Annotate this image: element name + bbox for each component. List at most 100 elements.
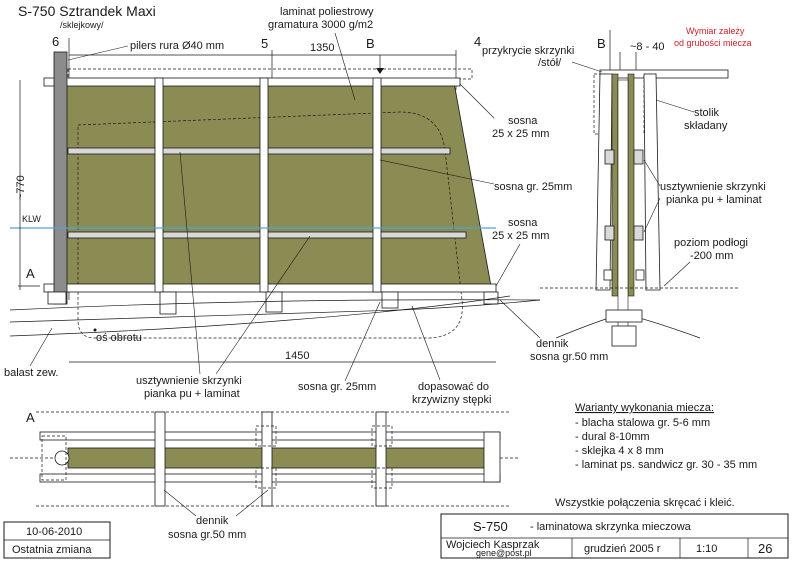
label-pine-top-2: 25 x 25 mm bbox=[492, 128, 549, 140]
laminate-right bbox=[627, 73, 635, 297]
note-1: Wymiar zależy bbox=[686, 26, 745, 36]
stiffener-2 bbox=[633, 149, 644, 165]
section-cover bbox=[599, 69, 729, 79]
project-title: S-750 Sztrandek Maxi bbox=[18, 3, 156, 19]
waterline-label: KLW bbox=[22, 214, 41, 224]
cover-label-2: /stół/ bbox=[538, 57, 562, 69]
plan-board bbox=[67, 447, 497, 469]
station-mark-4: 4 bbox=[474, 34, 481, 49]
hull-line-2 bbox=[9, 299, 541, 323]
label-laminate: laminat poliestrowy bbox=[280, 6, 374, 18]
pivot-point bbox=[93, 328, 97, 332]
plan-floor-1: dennik bbox=[196, 515, 229, 527]
label-stiffen-1: usztywnienie skrzynki bbox=[136, 375, 242, 387]
drawing-date: grudzień 2005 r bbox=[584, 543, 661, 555]
plan-post-1 bbox=[154, 411, 166, 507]
section-block-2 bbox=[635, 269, 645, 281]
footer-note: Wszystkie połączenia skręcać i kleić. bbox=[555, 497, 735, 509]
floor-block-2 bbox=[159, 291, 177, 315]
variants-heading: Warianty wykonania miecza: bbox=[575, 402, 714, 414]
email: gene@post.pl bbox=[476, 548, 532, 558]
sheet-title: S-750 bbox=[473, 519, 508, 534]
plan-view: A dennik sosna gr.50 mm bbox=[10, 410, 520, 541]
cover-label-1: przykrycie skrzynki bbox=[482, 45, 574, 57]
top-rail bbox=[43, 77, 461, 87]
middle-rail bbox=[67, 147, 451, 155]
revision-date: 10-06-2010 bbox=[26, 526, 82, 538]
revision-label: Ostatnia zmiana bbox=[12, 544, 92, 556]
section-block-1 bbox=[603, 269, 613, 281]
station-mark-6: 6 bbox=[52, 34, 59, 49]
hull-line-1 bbox=[9, 299, 541, 311]
plan-tube bbox=[54, 450, 70, 466]
stiffener-1 bbox=[604, 149, 615, 165]
post-3 bbox=[372, 77, 382, 293]
author: Wojciech Kasprzak bbox=[446, 539, 540, 551]
daggerboard-outline bbox=[77, 111, 463, 339]
bottom-rail bbox=[43, 283, 497, 293]
table-label-1: stolik bbox=[694, 107, 720, 119]
variant-2: - dural 8-10mm bbox=[575, 431, 650, 443]
section-stiffen-1: usztywnienie skrzynki bbox=[660, 181, 766, 193]
plan-title-a: A bbox=[26, 410, 35, 425]
floor-block-1 bbox=[47, 291, 67, 305]
label-pine-low-1: sosna bbox=[508, 217, 538, 229]
project-title-group: S-750 Sztrandek Maxi /sklejkowy/ bbox=[18, 3, 156, 30]
label-pine-low-2: 25 x 25 mm bbox=[492, 230, 549, 242]
project-subtitle: /sklejkowy/ bbox=[60, 20, 104, 30]
floor-block-3 bbox=[265, 291, 283, 313]
case-wall-right bbox=[643, 73, 661, 291]
sheet-number: 26 bbox=[758, 541, 772, 556]
note-2: od grubości miecza bbox=[674, 38, 752, 48]
gap-dim: ~8 - 40 bbox=[630, 41, 665, 53]
label-tube: pilers rura Ø40 mm bbox=[130, 40, 224, 52]
stiffener-4 bbox=[633, 225, 644, 241]
laminate-panel bbox=[61, 79, 492, 287]
pillar-tube bbox=[53, 51, 68, 305]
label-pine-bottom: sosna gr. 25mm bbox=[298, 381, 376, 393]
label-fit-1: dopasować do bbox=[418, 381, 489, 393]
hull-line-3 bbox=[9, 295, 511, 337]
section-arrowhead-b bbox=[376, 68, 384, 74]
side-view: KLW 1350 1450 ~770 6 5 B 4 A pilers rura… bbox=[4, 6, 608, 406]
dim-bottom: 1450 bbox=[285, 350, 309, 362]
plan-post-3 bbox=[375, 411, 387, 507]
label-pine-mid: sosna gr. 25mm bbox=[494, 181, 572, 193]
title-block: 10-06-2010 Ostatnia zmiana S-750 - lamin… bbox=[3, 513, 789, 559]
section-mark-b: B bbox=[366, 36, 375, 51]
label-floor-1: dennik bbox=[536, 338, 569, 350]
section-view: B ~8 - 40 Wymiar zależy od grubości miec… bbox=[482, 26, 766, 347]
case-wall-left bbox=[595, 73, 613, 291]
plan-floor-2: sosna gr.50 mm bbox=[168, 529, 246, 541]
floor-level-2: -200 mm bbox=[690, 250, 733, 262]
scale: 1:10 bbox=[696, 543, 717, 555]
plan-post-2 bbox=[261, 411, 273, 507]
label-laminate-weight: gramatura 3000 g/m2 bbox=[268, 19, 373, 31]
variant-1: - blacha stalowa gr. 5-6 mm bbox=[575, 417, 710, 429]
section-floor bbox=[605, 309, 643, 323]
post-2 bbox=[259, 77, 269, 293]
laminate-left bbox=[611, 73, 619, 297]
label-stiffen-2: pianka pu + laminat bbox=[144, 388, 240, 400]
variant-4: - laminat ps. sandwicz gr. 30 - 35 mm bbox=[575, 459, 757, 471]
label-fit-2: krzywizny stępki bbox=[412, 394, 491, 406]
label-ballast: balast zew. bbox=[4, 367, 58, 379]
section-keel bbox=[611, 325, 637, 347]
variants-list: Warianty wykonania miecza: - blacha stal… bbox=[575, 402, 757, 471]
section-board bbox=[617, 79, 629, 341]
dim-top: 1350 bbox=[310, 42, 334, 54]
plan-post-4 bbox=[483, 431, 501, 483]
section-stiffen-2: pianka pu + laminat bbox=[666, 194, 762, 206]
cover-outline bbox=[67, 68, 473, 80]
station-mark-5: 5 bbox=[261, 36, 268, 51]
section-mark-a: A bbox=[26, 266, 35, 281]
floor-level-1: poziom podłogi bbox=[674, 237, 748, 249]
dim-height: ~770 bbox=[15, 175, 27, 200]
stiffener-3 bbox=[604, 225, 615, 241]
label-pine-top-1: sosna bbox=[508, 115, 538, 127]
section-title-b: B bbox=[597, 36, 606, 51]
variant-3: - sklejka 4 x 8 mm bbox=[575, 445, 664, 457]
sheet-subtitle: - laminatowa skrzynka mieczowa bbox=[530, 521, 692, 533]
post-1 bbox=[154, 77, 164, 293]
